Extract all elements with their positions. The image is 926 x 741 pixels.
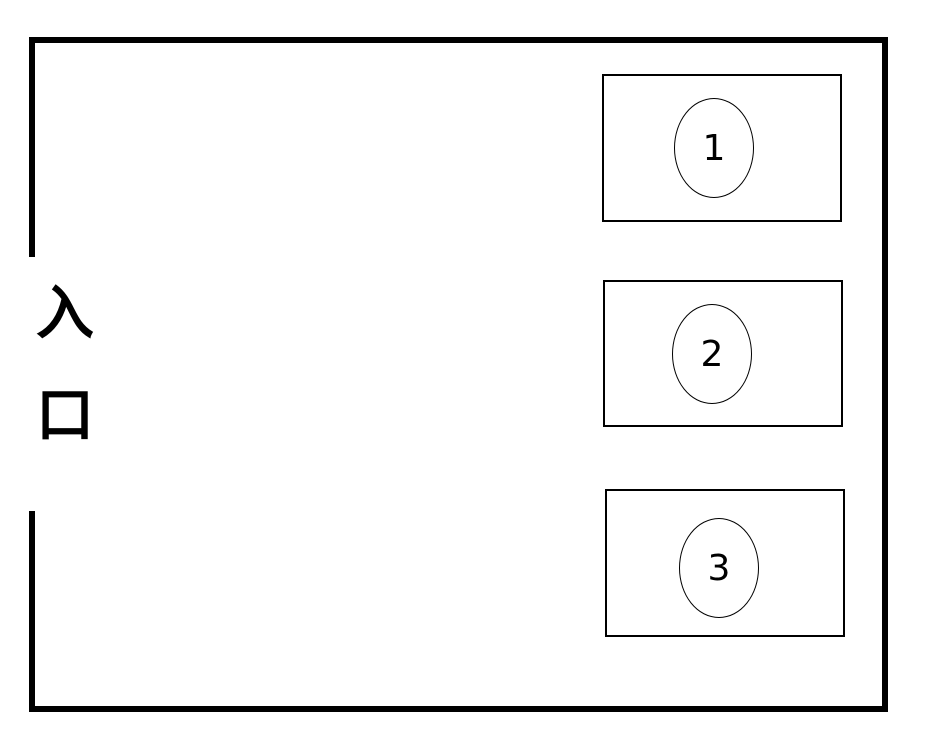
bottom-wall — [29, 706, 888, 712]
top-wall — [29, 37, 888, 43]
left-wall-lower — [29, 511, 35, 712]
seat-marker-2: 2 — [672, 304, 752, 404]
seat-marker-3: 3 — [679, 518, 759, 618]
left-wall-upper — [29, 37, 35, 257]
right-wall — [882, 37, 888, 712]
seat-marker-1: 1 — [674, 98, 754, 198]
entrance-label-char-1: 入 — [35, 279, 94, 347]
entrance-label-char-2: 口 — [35, 381, 94, 449]
